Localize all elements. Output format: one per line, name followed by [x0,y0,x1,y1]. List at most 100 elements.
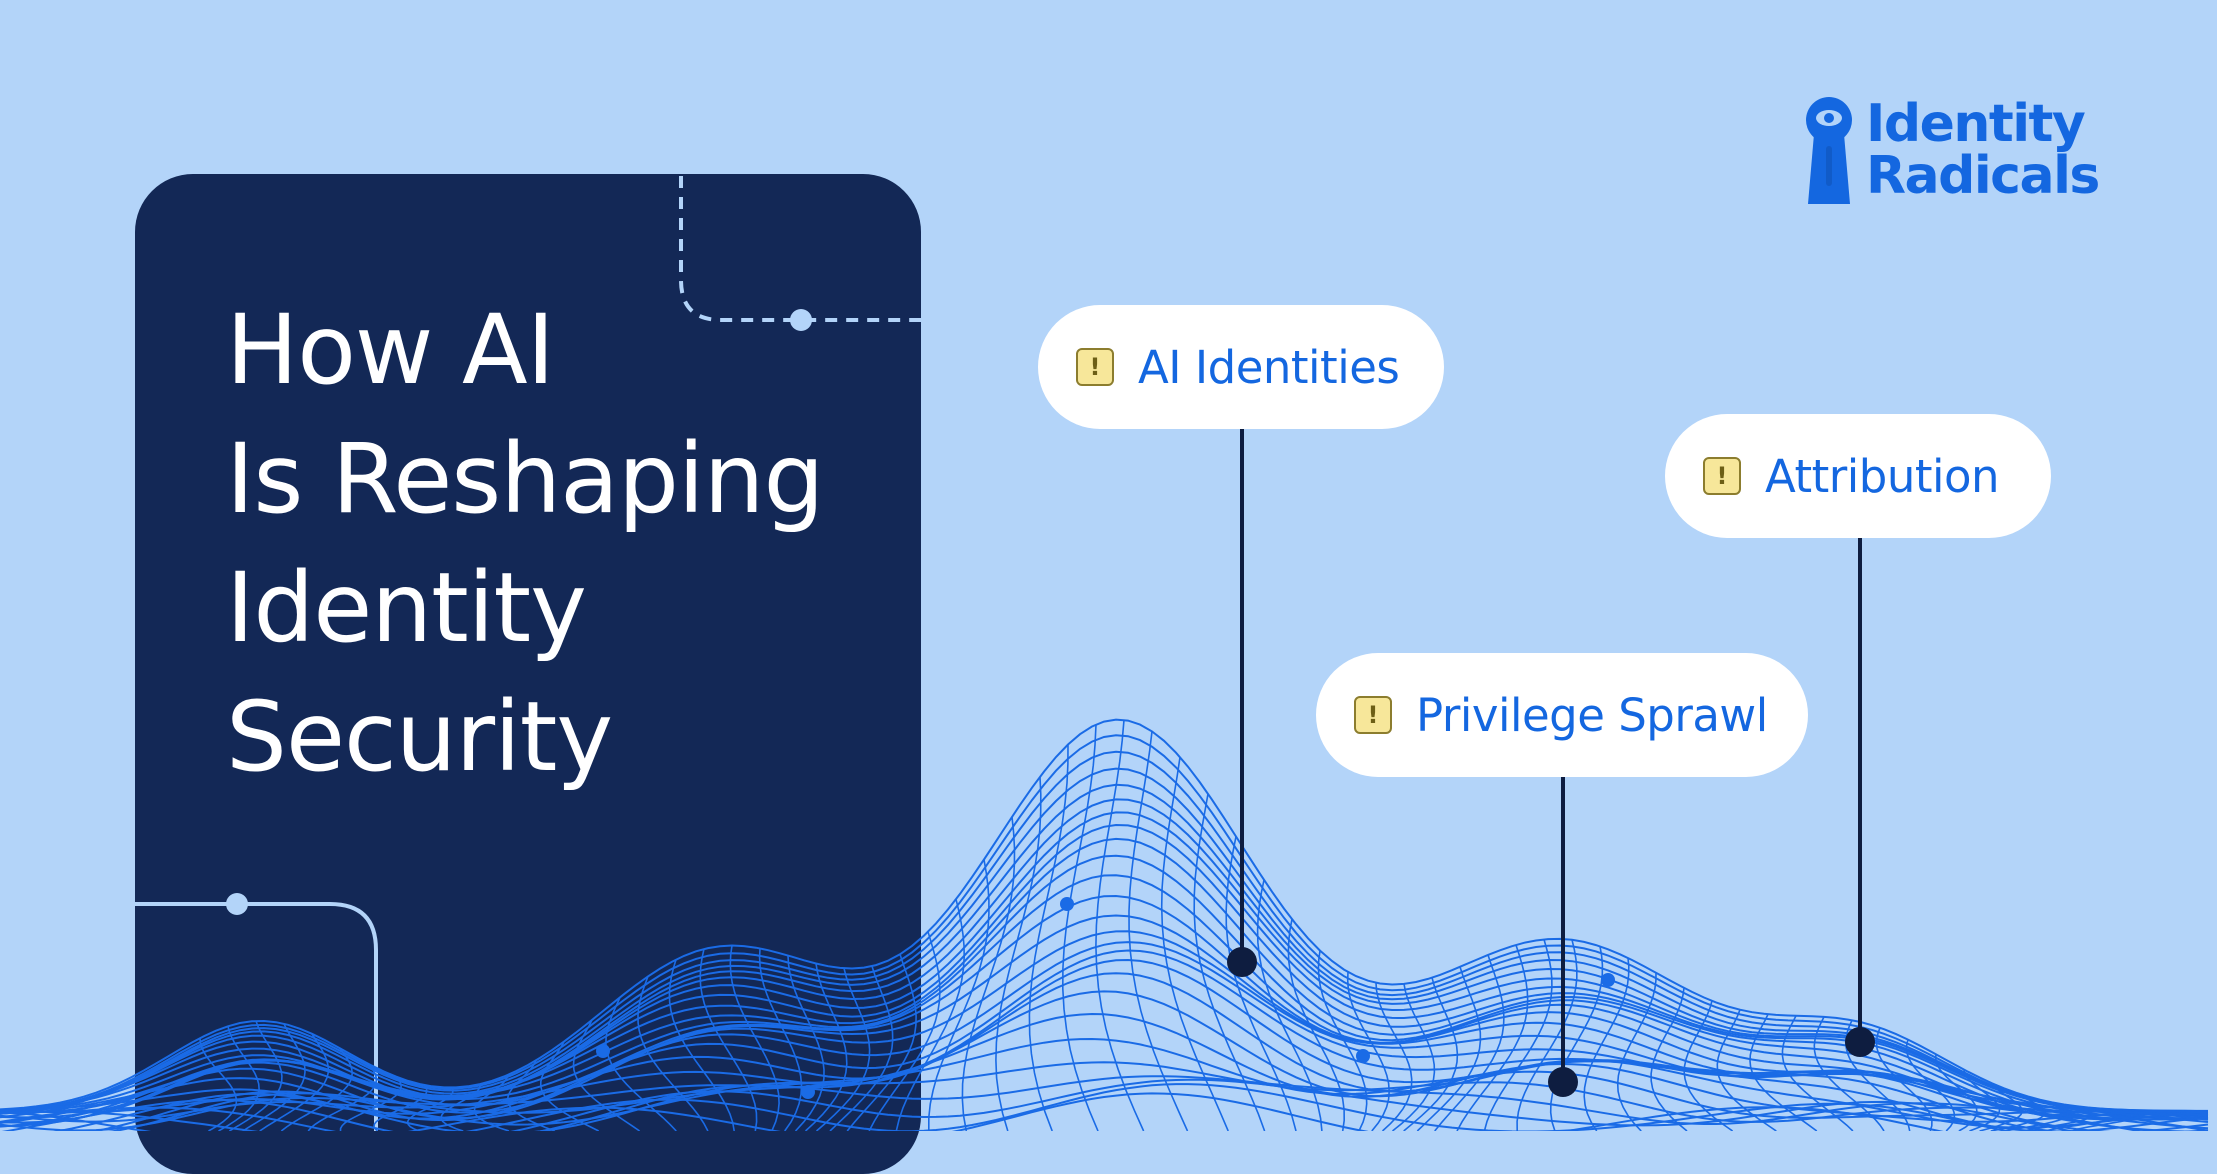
mesh-line [1616,972,1657,1131]
mesh-dot [1601,973,1615,987]
mesh-line [1813,1016,1885,1131]
callout-label: Privilege Sprawl [1416,688,1768,742]
mesh-line [2022,1105,2093,1131]
mesh-line [1583,957,1630,1131]
mesh-line [1256,879,1323,1131]
mesh-line [815,968,871,1131]
mesh-line [1683,1000,1734,1131]
mesh-line [1963,1069,2001,1131]
mesh-line [1160,757,1229,1131]
mesh-line [1375,982,1413,1131]
mesh-line [1061,724,1099,1131]
mesh-line [339,1076,402,1131]
mesh-line [668,959,735,1131]
dashed-connector [679,176,921,322]
mesh-line [2072,1109,2141,1131]
callout-anchor-dot [1227,947,1257,977]
mesh-line [1128,731,1189,1131]
mesh-line [280,1047,354,1131]
mesh-line [1905,1039,1956,1131]
mesh-line [373,1084,428,1131]
mesh-line [804,963,848,1131]
mesh-line [406,1087,454,1131]
callout-anchor-dot [1845,1027,1875,1057]
mesh-line [228,1020,283,1131]
mesh-line [995,776,1042,1131]
mesh-line [787,955,825,1131]
warning-icon: ! [1076,348,1114,386]
mesh-line [1516,939,1578,1131]
mesh-line [1287,919,1346,1131]
title-line-4: Security [226,681,613,793]
mesh-line [0,914,2209,1128]
brand-line-2: Radicals [1866,146,2100,206]
mesh-line [1095,719,1145,1131]
mesh-line [1,1075,2146,1131]
mesh-line [0,990,2209,1131]
mesh-line [0,1092,2208,1131]
mesh-dot [1356,1049,1370,1063]
callout-label: Attribution [1765,449,2000,503]
mesh-line [1934,1054,1978,1131]
mesh-line [0,783,2209,1118]
mesh-line [1483,939,1553,1131]
mesh-line [1716,1009,1777,1131]
mesh-line [1456,944,1529,1131]
mesh-line [1317,950,1368,1131]
mesh-line [637,976,709,1131]
mesh-line [1979,1082,2023,1131]
callout-anchor-dot [1548,1067,1578,1097]
mesh-line [90,1037,2209,1131]
brand-logo[interactable]: Identity Radicals [1804,96,2104,208]
mesh-line [199,1038,238,1131]
mesh-line [2004,1100,2069,1131]
mesh-line [0,874,2209,1124]
title-line-2: Is Reshaping [226,423,824,535]
mesh-line [829,965,894,1131]
mesh-line [506,1060,555,1131]
brand-name: Identity Radicals [1866,94,2100,206]
mesh-line [0,750,2209,1114]
mesh-line [242,1023,306,1131]
headline-card [135,174,921,1174]
mesh-line [729,945,780,1131]
wireframe-landscape [0,718,2209,1131]
title-line-3: Identity [226,552,587,664]
mesh-line [1650,987,1688,1131]
mesh-line [0,941,2209,1131]
mesh-line [868,931,941,1131]
connector-node [790,309,812,331]
mesh-line [961,816,1016,1131]
mesh-line [0,734,2208,1112]
mesh-line [846,954,917,1131]
mesh-line [1028,744,1069,1131]
mesh-line [1781,1015,1854,1131]
mesh-line [605,997,677,1131]
brand-line-1: Identity [1866,94,2086,154]
mesh-dot [801,1085,815,1099]
mesh-line [895,899,966,1131]
warning-icon: ! [1703,457,1741,495]
mesh-line [1875,1027,1933,1131]
mesh-line [1749,1013,1818,1131]
mesh-line [0,767,2209,1115]
mesh-line [2044,1107,2117,1131]
mesh-line [928,859,990,1131]
mesh-line [440,1084,481,1131]
mesh-line [1416,966,1482,1131]
mesh-line [1193,793,1266,1131]
warning-icon: ! [1354,696,1392,734]
mesh-dot [1060,897,1074,911]
keyhole-eye-icon [1806,97,1852,204]
connector-node [226,893,248,915]
mesh-line [218,1026,260,1131]
mesh-line [1403,977,1459,1131]
mesh-line [0,1083,2011,1131]
solid-connector [135,902,378,1131]
mesh-line [758,948,803,1131]
callout-label: AI Identities [1138,340,1400,394]
page-title: How AI Is Reshaping Identity Security [226,286,906,802]
mesh-line [1225,836,1297,1131]
mesh-line [1346,971,1391,1131]
title-line-1: How AI [226,294,555,406]
